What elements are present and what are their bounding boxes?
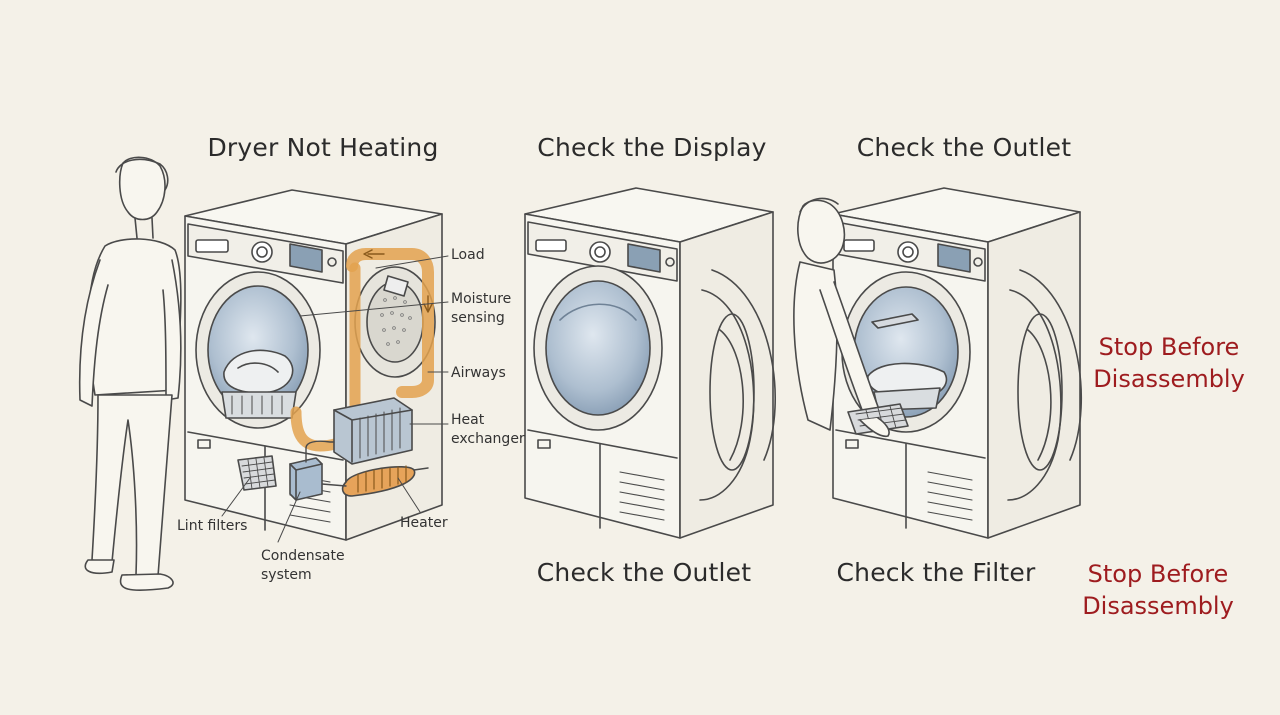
callout-heat-exchanger-line2: exchanger — [451, 431, 525, 447]
callout-condensate-line1: Condensate — [261, 548, 345, 564]
person-removing-filter — [793, 197, 909, 438]
dryer-filter-view — [832, 187, 1083, 539]
callout-airways: Airways — [451, 365, 506, 381]
warning-stop-top-line1: Stop Before — [1098, 333, 1240, 361]
title-check-outlet-top: Check the Outlet — [856, 133, 1072, 162]
dryer-front-view — [524, 187, 776, 539]
callout-moisture-line1: Moisture — [451, 291, 512, 307]
dryer-cutaway — [184, 189, 449, 543]
warning-stop-top: Stop Before Disassembly — [1093, 331, 1245, 395]
caption-check-outlet: Check the Outlet — [536, 558, 752, 587]
callout-condensate-line2: system — [261, 567, 312, 583]
person-figure — [78, 156, 182, 591]
warning-stop-bottom: Stop Before Disassembly — [1082, 558, 1234, 622]
callout-load: Load — [451, 247, 485, 263]
callout-condensate: Condensate system — [261, 547, 345, 585]
title-dryer-not-heating: Dryer Not Heating — [207, 133, 439, 162]
warning-stop-top-line2: Disassembly — [1093, 365, 1245, 393]
callout-heater: Heater — [400, 515, 448, 531]
warning-stop-bottom-line1: Stop Before — [1087, 560, 1229, 588]
callout-moisture-line2: sensing — [451, 310, 505, 326]
callout-heat-exchanger: Heat exchanger — [451, 411, 525, 449]
callout-moisture: Moisture sensing — [451, 290, 511, 328]
title-check-display: Check the Display — [537, 133, 767, 162]
warning-stop-bottom-line2: Disassembly — [1082, 592, 1234, 620]
callout-heat-exchanger-line1: Heat — [451, 412, 485, 428]
caption-check-filter: Check the Filter — [836, 558, 1036, 587]
callout-lint-filters: Lint filters — [177, 518, 248, 534]
